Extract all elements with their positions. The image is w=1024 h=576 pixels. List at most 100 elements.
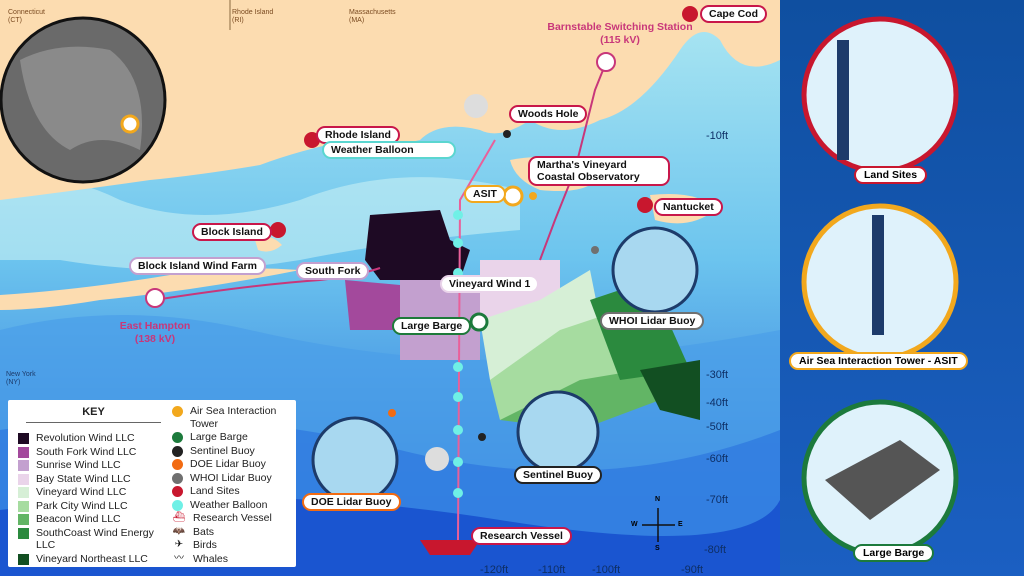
lease-swatch (18, 460, 29, 471)
lease-swatch (18, 473, 29, 485)
key-item-site: 〰 Whales (172, 553, 294, 566)
state-label-ct: Connecticut(CT) (8, 9, 45, 24)
depth-label: -30ft (706, 369, 729, 381)
lease-swatch (18, 527, 29, 539)
key-item-label: SouthCoast Wind Energy LLC (36, 526, 154, 552)
key-item-lease: Sunrise Wind LLC (18, 459, 168, 472)
compass-e: E (678, 521, 683, 528)
site-dot-icon (172, 432, 183, 443)
lease-swatch (18, 514, 29, 525)
bird-icon: ✈ (174, 539, 184, 550)
depth-label: -120ft (480, 564, 509, 576)
label-block-island-wind-farm[interactable]: Block Island Wind Farm (129, 257, 266, 275)
key-item-label: Large Barge (190, 431, 248, 443)
depth-label: -90ft (681, 564, 704, 576)
label-large-barge[interactable]: Large Barge (392, 317, 472, 335)
label-barnstable[interactable]: Barnstable Switching Station (115 kV) (547, 21, 693, 46)
lease-swatch (18, 433, 29, 444)
key-item-label: Sunrise Wind LLC (36, 459, 121, 471)
key-item-site: ⛴ Research Vessel (172, 512, 294, 525)
key-title: KEY (26, 406, 161, 423)
key-item-label: Air Sea Interaction Tower (190, 405, 277, 430)
depth-label: -110ft (538, 564, 566, 576)
key-item-label: WHOI Lidar Buoy (190, 471, 272, 484)
key-item-label: Park City Wind LLC (36, 499, 128, 512)
key-item-label: Land Sites (190, 485, 240, 497)
key-item-label: Weather Balloon (190, 498, 268, 511)
site-dot-icon (172, 406, 183, 417)
key-item-site: Sentinel Buoy (172, 445, 294, 458)
panel-asit-label: Air Sea Interaction Tower - ASIT (789, 352, 968, 370)
state-label-ma: Massachusetts(MA) (349, 9, 396, 24)
label-doe-lidar-buoy[interactable]: DOE Lidar Buoy (302, 493, 401, 511)
label-vineyard-wind-1[interactable]: Vineyard Wind 1 (440, 275, 540, 293)
label-weather-balloon[interactable]: Weather Balloon (322, 141, 456, 159)
key-item-lease: Vineyard Wind LLC (18, 486, 168, 499)
label-asit[interactable]: ASIT (464, 185, 506, 203)
key-item-label: Research Vessel (193, 512, 272, 524)
lease-swatch (18, 446, 29, 458)
whale-icon: 〰 (174, 552, 184, 564)
site-dot-icon (172, 472, 183, 484)
site-dot-icon (172, 445, 183, 457)
key-item-site: WHOI Lidar Buoy (172, 472, 294, 485)
panel-land-sites-label: Land Sites (854, 166, 928, 184)
ship-icon: ⛴ (172, 512, 186, 523)
key-item-lease: Beacon Wind LLC (18, 513, 168, 526)
depth-label: -40ft (706, 397, 729, 409)
label-rhode-island[interactable]: Rhode Island (316, 126, 400, 144)
key-item-lease: South Fork Wind LLC (18, 446, 168, 459)
label-woods-hole[interactable]: Woods Hole (509, 105, 588, 123)
label-south-fork[interactable]: South Fork (296, 262, 370, 280)
key-item-label: Bats (193, 525, 215, 538)
lease-swatch (18, 500, 29, 512)
state-label-ny: New York(NY) (6, 371, 36, 386)
key-item-label: Revolution Wind LLC (36, 432, 135, 444)
key-item-site: ✈ Birds (172, 539, 294, 552)
key-item-label: Beacon Wind LLC (36, 513, 121, 525)
depth-label: -60ft (706, 453, 729, 465)
label-cape-cod[interactable]: Cape Cod (700, 5, 768, 23)
site-dot-icon (172, 486, 183, 497)
depth-label: -100ft (592, 564, 621, 576)
key-item-label: Vineyard Northeast LLC (36, 552, 148, 565)
key-item-lease: SouthCoast Wind Energy LLC (18, 527, 168, 552)
depth-label: -50ft (706, 421, 729, 433)
key-item-lease: Bay State Wind LLC (18, 473, 168, 486)
depth-label: -10ft (706, 130, 729, 142)
key-item-label: Sentinel Buoy (190, 444, 255, 457)
key-item-site: 🦇Bats (172, 526, 294, 539)
key-item-site: Weather Balloon (172, 499, 294, 512)
lease-swatch (18, 487, 29, 498)
lease-swatch (18, 553, 29, 565)
key-item-lease: Vineyard Northeast LLC (18, 553, 168, 566)
label-whoi-lidar-buoy[interactable]: WHOI Lidar Buoy (600, 312, 705, 330)
key-item-label: Whales (193, 552, 229, 565)
key-item-lease: Park City Wind LLC (18, 500, 168, 513)
key-item-label: Vineyard Wind LLC (36, 486, 127, 498)
label-sentinel-buoy[interactable]: Sentinel Buoy (514, 466, 603, 484)
label-research-vessel[interactable]: Research Vessel (471, 527, 572, 545)
panel-large-barge-label: Large Barge (853, 544, 935, 562)
key-item-label: DOE Lidar Buoy (190, 458, 266, 470)
key-item-label: Bay State Wind LLC (36, 472, 131, 485)
compass-s: S (655, 545, 660, 552)
key-item-site: Air Sea Interaction Tower (172, 405, 294, 430)
label-block-island[interactable]: Block Island (192, 223, 272, 241)
key-item-site: DOE Lidar Buoy (172, 458, 294, 471)
key-item-label: Birds (193, 539, 217, 551)
key-item-site: Large Barge (172, 431, 294, 444)
label-east-hampton[interactable]: East Hampton (138 kV) (119, 320, 191, 345)
compass-n: N (655, 496, 661, 503)
key-item-label: South Fork Wind LLC (36, 445, 137, 458)
compass-w: W (631, 521, 638, 528)
site-dot-icon (172, 499, 183, 511)
depth-label: -80ft (704, 544, 727, 556)
key-item-site: Land Sites (172, 485, 294, 498)
depth-label: -70ft (706, 494, 729, 506)
key-item-lease: Revolution Wind LLC (18, 432, 168, 445)
label-nantucket[interactable]: Nantucket (654, 198, 723, 216)
site-dot-icon (172, 459, 183, 470)
label-marthas-vineyard[interactable]: Martha's Vineyard Coastal Observatory (528, 156, 670, 186)
